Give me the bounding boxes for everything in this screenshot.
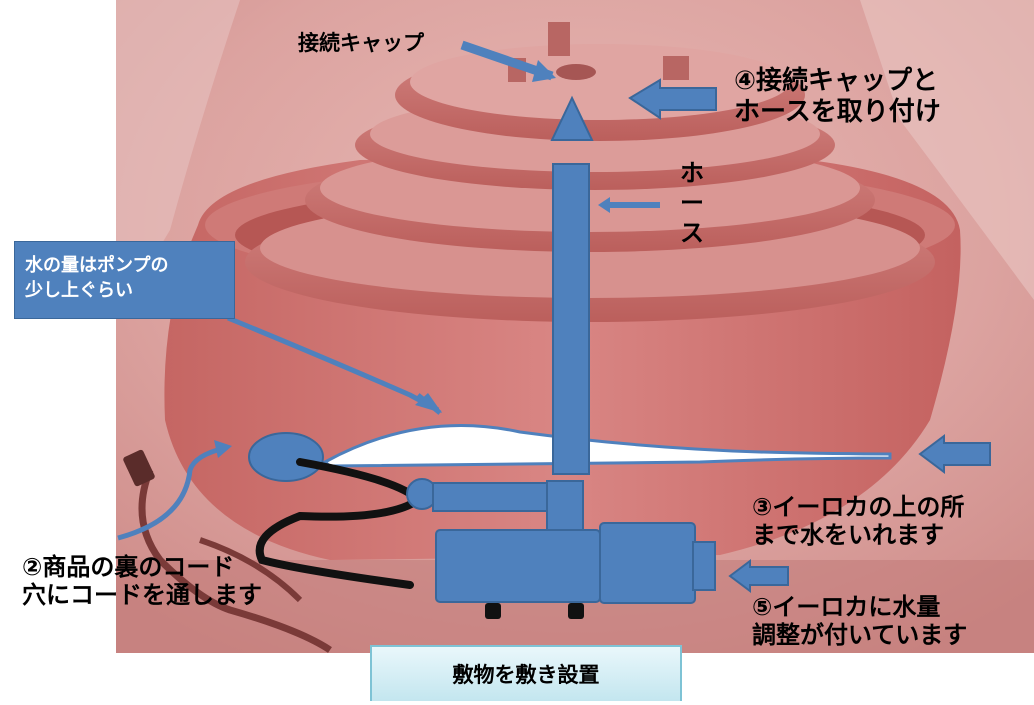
step2-line2: 穴にコードを通します: [22, 581, 262, 610]
step4-line1: ④接続キャップと: [734, 66, 939, 96]
step5-line2: 調整が付いています: [752, 621, 968, 650]
arrow-left-icon: [598, 197, 660, 213]
pump-foot: [568, 603, 584, 619]
pump-connector: [432, 482, 566, 512]
pump-foot: [485, 603, 501, 619]
step3-line1: ③イーロカの上の所: [752, 493, 965, 521]
hose-char: ス: [680, 219, 704, 247]
hose-tube: [552, 163, 590, 475]
step5-label: ⑤イーロカに水量 調整が付いています: [752, 593, 967, 650]
hose-char: ー: [680, 189, 704, 217]
cord-hole: [248, 432, 324, 482]
step4-line2: ホースを取り付け: [734, 96, 941, 127]
arrow-left-icon: [728, 559, 789, 593]
step4-label: ④接続キャップと ホースを取り付け: [734, 66, 941, 127]
step5-line1: ⑤イーロカに水量: [752, 593, 941, 621]
floor-mat-note: 敷物を敷き設置: [370, 645, 682, 701]
arrow-up-icon: [550, 95, 594, 141]
step3-label: ③イーロカの上の所 まで水をいれます: [752, 493, 964, 550]
water-level-line1: 水の量はポンプの: [25, 255, 169, 276]
water-level-line2: 少し上ぐらい: [25, 280, 133, 302]
hose-char: ホ: [680, 159, 704, 187]
step2-line1: ②商品の裏のコード: [22, 553, 235, 581]
pump-motor: [599, 522, 696, 604]
water-level-note: 水の量はポンプの 少し上ぐらい: [14, 241, 235, 319]
pump-cord: [255, 458, 424, 589]
step2-label: ②商品の裏のコード 穴にコードを通します: [22, 553, 262, 610]
connection-cap-label: 接続キャップ: [298, 31, 424, 55]
callout-line: [227, 315, 440, 413]
step3-line2: まで水をいれます: [752, 521, 944, 550]
water-surface: [322, 424, 892, 468]
arrow-left-icon: [628, 78, 717, 120]
pump-body: [435, 529, 601, 603]
arrow-left-icon: [918, 434, 991, 474]
flow-adjuster: [692, 541, 716, 591]
hose-label: ホ ー ス: [677, 158, 707, 248]
curved-arrow-icon: [117, 445, 226, 541]
